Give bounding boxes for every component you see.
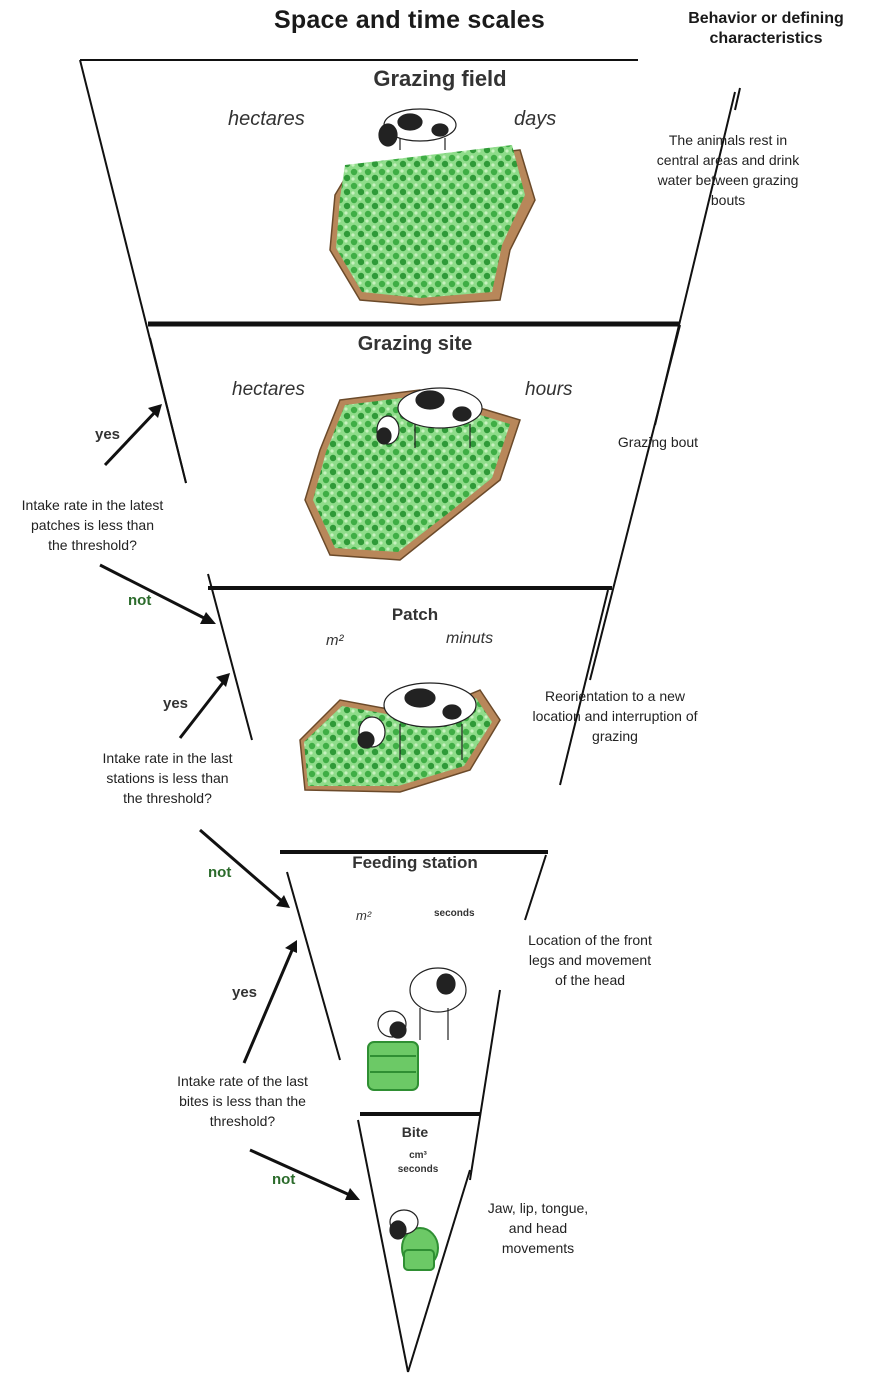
grazing-site-space-unit: hectares	[232, 379, 305, 401]
arrow-yes-3	[244, 948, 293, 1063]
decision-question-2: Intake rate in the last stations is less…	[75, 748, 260, 808]
behavior-tick	[735, 88, 740, 110]
decision-question-3: Intake rate of the last bites is less th…	[150, 1071, 335, 1131]
bite-space-unit: cm³	[393, 1150, 443, 1162]
yes-label-3: yes	[232, 984, 257, 1001]
not-label-1: not	[128, 592, 151, 609]
question-line: Intake rate in the latest	[0, 495, 185, 515]
behavior-line: grazing	[500, 726, 730, 746]
grazing-field-space-unit: hectares	[228, 108, 305, 131]
question-line: Intake rate in the last	[75, 748, 260, 768]
yes-label-2: yes	[163, 695, 188, 712]
behavior-bite: Jaw, lip, tongue, and head movements	[468, 1198, 608, 1258]
behavior-line: of the head	[505, 970, 675, 990]
behavior-grazing-field: The animals rest in central areas and dr…	[628, 130, 828, 210]
arrow-not-1	[100, 565, 208, 620]
feeding-station-illustration	[368, 968, 466, 1090]
left-edge-patch	[208, 574, 252, 740]
bite-illustration	[390, 1210, 438, 1270]
question-line: Intake rate of the last	[150, 1071, 335, 1091]
grazing-site-illustration	[305, 388, 520, 560]
behavior-title-line1: Behavior or defining	[666, 9, 866, 29]
level-grazing-site: Grazing site	[315, 333, 515, 356]
right-edge-station-lower	[470, 990, 500, 1180]
behavior-line: Jaw, lip, tongue,	[468, 1198, 608, 1218]
behavior-line: location and interruption of	[500, 706, 730, 726]
question-line: patches is less than	[0, 515, 185, 535]
behavior-line: and head	[468, 1218, 608, 1238]
grazing-field-illustration	[330, 109, 535, 305]
yes-label-1: yes	[95, 426, 120, 443]
grazing-site-time-unit: hours	[525, 379, 573, 401]
level-patch: Patch	[350, 605, 480, 625]
question-line: the threshold?	[75, 788, 260, 808]
arrow-not-3	[250, 1150, 352, 1196]
behavior-patch: Reorientation to a new location and inte…	[500, 686, 730, 746]
behavior-line: Grazing bout	[588, 432, 728, 452]
feeding-station-space-unit: m²	[356, 908, 371, 923]
behavior-line: Location of the front	[505, 930, 675, 950]
diagram-title: Space and time scales	[274, 6, 574, 35]
patch-time-unit: minuts	[446, 630, 493, 648]
behavior-feeding-station: Location of the front legs and movement …	[505, 930, 675, 990]
behavior-line: Reorientation to a new	[500, 686, 730, 706]
behavior-line: movements	[468, 1238, 608, 1258]
cow-icon-field	[379, 109, 456, 150]
question-line: the threshold?	[0, 535, 185, 555]
behavior-column-title: Behavior or defining characteristics	[666, 9, 866, 49]
level-grazing-field: Grazing field	[340, 66, 540, 92]
right-edge-station-upper	[525, 855, 546, 920]
level-bite: Bite	[380, 1124, 450, 1140]
patch-illustration	[300, 683, 500, 792]
behavior-grazing-site: Grazing bout	[588, 432, 728, 452]
right-edge-site	[590, 325, 680, 680]
behavior-title-line2: characteristics	[666, 29, 866, 49]
decision-question-1: Intake rate in the latest patches is les…	[0, 495, 185, 555]
cow-icon-station	[378, 968, 466, 1040]
question-line: threshold?	[150, 1111, 335, 1131]
behavior-line: water between grazing	[628, 170, 828, 190]
question-line: bites is less than the	[150, 1091, 335, 1111]
behavior-line: central areas and drink	[628, 150, 828, 170]
behavior-line: The animals rest in	[628, 130, 828, 150]
bite-time-unit: seconds	[388, 1164, 448, 1176]
question-line: stations is less than	[75, 768, 260, 788]
level-feeding-station: Feeding station	[330, 853, 500, 873]
behavior-line: bouts	[628, 190, 828, 210]
patch-space-unit: m²	[326, 632, 344, 649]
grazing-field-time-unit: days	[514, 108, 556, 131]
not-label-2: not	[208, 864, 231, 881]
left-edge-station	[287, 872, 340, 1060]
not-label-3: not	[272, 1171, 295, 1188]
behavior-line: legs and movement	[505, 950, 675, 970]
feeding-station-time-unit: seconds	[434, 908, 475, 920]
